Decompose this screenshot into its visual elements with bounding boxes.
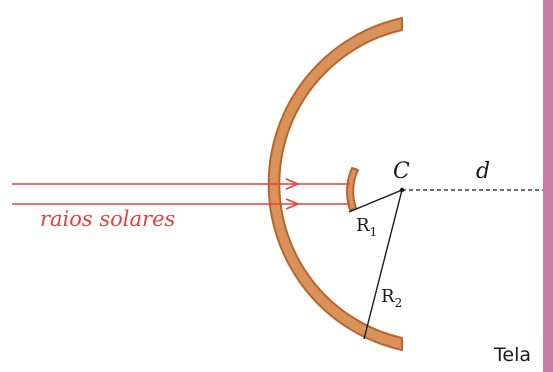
radius-small-sub: 1 <box>370 225 378 239</box>
radius-small-label: R1 <box>356 215 377 239</box>
screen-label: Tela <box>493 344 531 366</box>
center-label: C <box>393 159 410 184</box>
radius-large-letter: R <box>381 286 395 307</box>
arrowhead-bottom <box>285 198 301 210</box>
center-point <box>399 187 405 193</box>
screen-bar <box>543 0 553 372</box>
distance-label: d <box>476 159 490 184</box>
radius-small-letter: R <box>356 215 370 236</box>
radius-small-line <box>348 189 403 213</box>
radius-large-sub: 2 <box>395 296 403 310</box>
radius-large-line <box>363 189 403 340</box>
radius-large-label: R2 <box>381 286 402 310</box>
small-mirror <box>345 167 359 211</box>
large-mirror <box>267 17 403 351</box>
rays-label: raios solares <box>40 207 175 231</box>
arrowhead-top <box>285 178 301 190</box>
